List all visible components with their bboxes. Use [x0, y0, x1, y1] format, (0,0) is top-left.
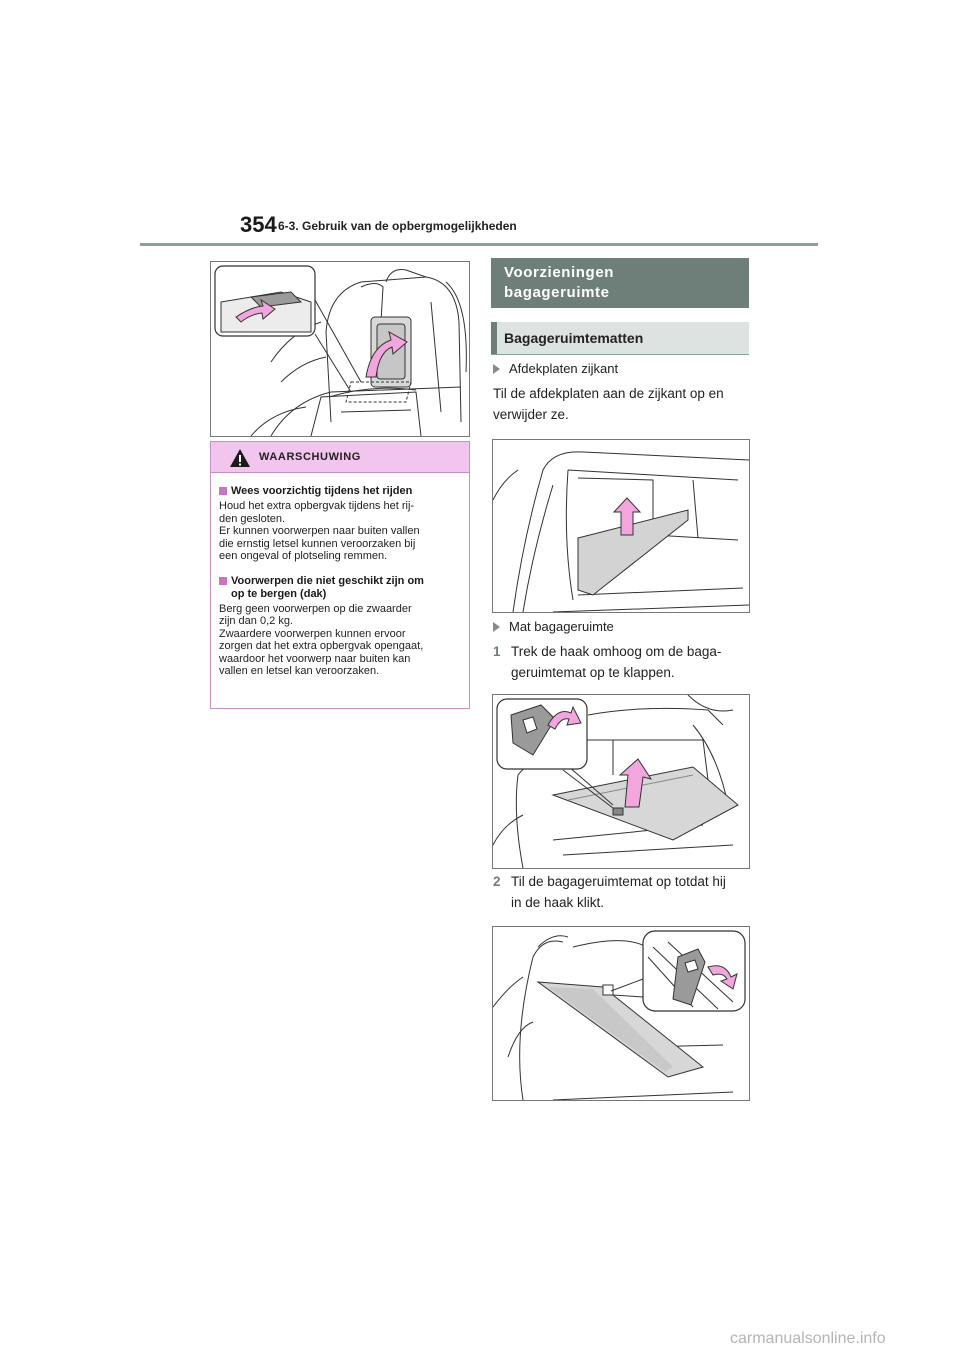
header-rule — [140, 243, 818, 246]
paragraph-side-covers: Til de afdekplaten aan de zijkant op en … — [493, 386, 724, 422]
figure-pull-hook — [492, 694, 750, 869]
bullet-side-covers: Afdekplaten zijkant — [493, 361, 618, 376]
warning-text: Houd het extra opbergvak tijdens het rij… — [219, 500, 420, 562]
bullet-luggage-mat: Mat bagageruimte — [493, 619, 614, 634]
square-bullet-icon — [219, 487, 227, 495]
page-number: 354 — [240, 212, 277, 237]
triangle-bullet-icon — [493, 622, 500, 632]
warning-triangle-icon — [230, 449, 250, 467]
subsection-title-box: Bagageruimtematten — [491, 322, 749, 355]
lift-arrow-icon — [365, 331, 408, 378]
lift-arrow-icon — [618, 758, 653, 808]
step-1: 1 Trek de haak omhoog om de baga- geruim… — [493, 644, 722, 680]
section-title-line: bagageruimte — [504, 284, 610, 301]
warning-body: Wees voorzichtig tijdens het rijden Houd… — [211, 473, 469, 678]
section-title-line: Voorzieningen — [504, 264, 615, 281]
watermark: carmanualsonline.info — [730, 1330, 886, 1347]
figure-mat-hook — [492, 926, 750, 1101]
section-title-box: Voorzieningen bagageruimte — [491, 258, 749, 308]
step-2: 2 Til de bagageruimtemat op totdat hij i… — [493, 874, 726, 910]
section-header: 6-3. Gebruik van de opbergmogelijkheden — [278, 219, 517, 233]
warning-subheading: Voorwerpen die niet geschikt zijn om op … — [219, 575, 461, 601]
warning-title: WAARSCHUWING — [259, 451, 361, 463]
warning-box: WAARSCHUWING Wees voorzichtig tijdens he… — [210, 441, 470, 709]
warning-header: WAARSCHUWING — [211, 442, 469, 473]
warning-subheading: Wees voorzichtig tijdens het rijden — [219, 485, 461, 498]
figure-armrest-storage — [210, 261, 470, 437]
subsection-title: Bagageruimtematten — [504, 330, 644, 346]
triangle-bullet-icon — [493, 364, 500, 374]
lift-arrow-icon — [612, 497, 642, 536]
square-bullet-icon — [219, 576, 227, 585]
figure-side-cover — [492, 439, 750, 613]
warning-text: Berg geen voorwerpen op die zwaarder zij… — [219, 602, 424, 678]
